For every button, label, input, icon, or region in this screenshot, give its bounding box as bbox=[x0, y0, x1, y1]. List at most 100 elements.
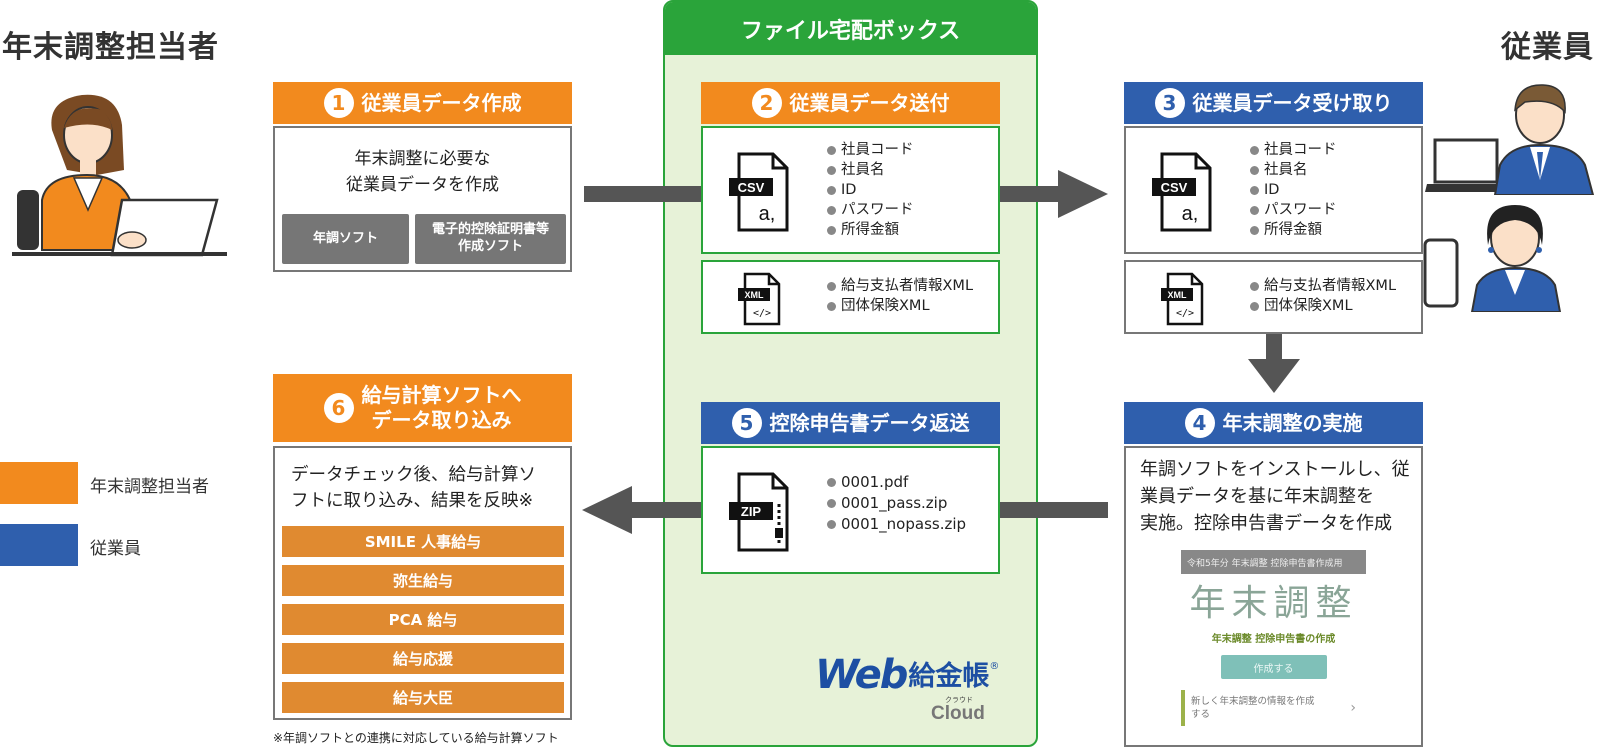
employee-phone-illustration bbox=[1423, 205, 1562, 312]
step-6-title: 給与計算ソフトへ データ取り込み bbox=[361, 383, 522, 432]
arrow-4-to-5 bbox=[998, 502, 1108, 518]
payroll-software-item: 給与応援 bbox=[282, 643, 564, 674]
step-5-title: 控除申告書データ返送 bbox=[769, 410, 970, 435]
list-item: 0001_nopass.zip bbox=[827, 514, 966, 535]
csv-label: CSV bbox=[1161, 180, 1188, 195]
step-1-description: 年末調整に必要な 従業員データを作成 bbox=[346, 149, 499, 195]
payroll-software-item: 給与大臣 bbox=[282, 682, 564, 713]
legend-swatch-admin bbox=[0, 462, 78, 504]
zip-label: ZIP bbox=[741, 504, 762, 519]
csv-glyph: a, bbox=[1182, 203, 1199, 225]
logo-web: Web bbox=[815, 652, 908, 698]
app-create-button: 作成する bbox=[1220, 655, 1327, 679]
step-3-csv-box: CSV a, 社員コード 社員名 ID パスワード 所得金額 bbox=[1124, 126, 1423, 254]
step-5-header: 5 控除申告書データ返送 bbox=[701, 402, 1000, 444]
payroll-software-item: SMILE 人事給与 bbox=[282, 526, 564, 557]
step-3-csv-list: 社員コード 社員名 ID パスワード 所得金額 bbox=[1250, 140, 1337, 240]
step-2-xml-list: 給与支払者情報XML 団体保険XML bbox=[827, 276, 973, 316]
nencho-app-screenshot: 令和5年分 年末調整 控除申告書作成用 年末調整 年末調整 控除申告書の作成 作… bbox=[1181, 550, 1366, 740]
step-6-header: 6 給与計算ソフトへ データ取り込み bbox=[273, 374, 572, 442]
arrow-3-to-4-shaft bbox=[1266, 333, 1282, 361]
step-4-title: 年末調整の実施 bbox=[1222, 410, 1363, 435]
step-4-number: 4 bbox=[1184, 408, 1215, 438]
list-item: 社員コード bbox=[1250, 140, 1337, 160]
app-subtitle: 年末調整 控除申告書の作成 bbox=[1211, 634, 1336, 645]
xml-glyph: </> bbox=[753, 308, 771, 319]
step-4-box: 年調ソフトをインストールし、従 業員データを基に年末調整を 実施。控除申告書デー… bbox=[1124, 446, 1423, 747]
admin-person-illustration bbox=[12, 94, 227, 257]
step-5-zip-list: 0001.pdf 0001_pass.zip 0001_nopass.zip bbox=[827, 472, 966, 535]
step-5-number: 5 bbox=[731, 408, 762, 438]
step-6-number: 6 bbox=[323, 393, 354, 423]
list-item: ID bbox=[1250, 180, 1337, 200]
step-3-number: 3 bbox=[1154, 88, 1185, 118]
step-3-xml-list: 給与支払者情報XML 団体保険XML bbox=[1250, 276, 1396, 316]
step-1-header: 1 従業員データ作成 bbox=[273, 82, 572, 124]
xml-file-icon: XML </> bbox=[1161, 272, 1204, 326]
step-1-title: 従業員データ作成 bbox=[361, 90, 522, 115]
legend-label-employee: 従業員 bbox=[90, 539, 141, 559]
list-item: パスワード bbox=[1250, 200, 1337, 220]
arrow-2-to-3-head bbox=[1058, 170, 1108, 218]
step-4-description: 年調ソフトをインストールし、従 業員データを基に年末調整を 実施。控除申告書デー… bbox=[1140, 459, 1410, 534]
step-2-xml-box: XML </> 給与支払者情報XML 団体保険XML bbox=[701, 260, 1000, 334]
employee-pc-illustration bbox=[1425, 84, 1595, 195]
payroll-software-item: 弥生給与 bbox=[282, 565, 564, 596]
list-item: 0001.pdf bbox=[827, 472, 966, 493]
arrow-1-to-2 bbox=[584, 186, 702, 202]
list-item: 所得金額 bbox=[827, 220, 914, 240]
arrow-3-to-4-head bbox=[1248, 359, 1300, 393]
step-1-box: 年末調整に必要な 従業員データを作成 年調ソフト 電子的控除証明書等 作成ソフト bbox=[273, 126, 572, 272]
csv-file-icon: CSV a, bbox=[1152, 152, 1212, 232]
actor-title-left: 年末調整担当者 bbox=[2, 30, 219, 65]
legend-swatch-employee bbox=[0, 524, 78, 566]
logo-name: 給金帳 bbox=[908, 661, 990, 692]
app-title: 年末調整 bbox=[1189, 583, 1358, 624]
file-delivery-box-panel: ファイル宅配ボックス bbox=[663, 0, 1038, 747]
logo-cloud: Cloud bbox=[931, 703, 985, 724]
list-item: 給与支払者情報XML bbox=[827, 276, 973, 296]
step-6-description: データチェック後、給与計算ソ フトに取り込み、結果を反映※ bbox=[291, 465, 536, 511]
csv-glyph: a, bbox=[759, 203, 776, 225]
web-kyukincho-cloud-logo: Web 給金帳 ® クラウド Cloud bbox=[815, 653, 1015, 729]
xml-label: XML bbox=[1168, 290, 1188, 300]
step-1-number: 1 bbox=[323, 88, 354, 118]
step-2-header: 2 従業員データ送付 bbox=[701, 82, 1000, 124]
arrow-5-to-6-shaft bbox=[630, 502, 702, 518]
list-item: ID bbox=[827, 180, 914, 200]
step-2-title: 従業員データ送付 bbox=[789, 90, 950, 115]
step-3-header: 3 従業員データ受け取り bbox=[1124, 82, 1423, 124]
xml-file-icon: XML </> bbox=[738, 272, 781, 326]
list-item: 社員名 bbox=[1250, 160, 1337, 180]
footnote: ※年調ソフトとの連携に対応している給与計算ソフト bbox=[273, 731, 559, 745]
e-certificate-software-button: 電子的控除証明書等 作成ソフト bbox=[415, 214, 566, 264]
step-2-csv-box: CSV a, 社員コード 社員名 ID パスワード 所得金額 bbox=[701, 126, 1000, 254]
arrow-5-to-6-head bbox=[582, 486, 632, 534]
list-item: パスワード bbox=[827, 200, 914, 220]
actor-title-right: 従業員 bbox=[1501, 30, 1594, 65]
step-5-zip-box: ZIP 0001.pdf 0001_pass.zip 0001_nopass.z… bbox=[701, 446, 1000, 574]
legend-label-admin: 年末調整担当者 bbox=[90, 477, 209, 497]
step-2-number: 2 bbox=[751, 88, 782, 118]
logo-ruby: クラウド bbox=[945, 696, 973, 704]
payroll-software-item: PCA 給与 bbox=[282, 604, 564, 635]
csv-label: CSV bbox=[738, 180, 765, 195]
arrow-2-to-3-shaft bbox=[998, 186, 1058, 202]
xml-glyph: </> bbox=[1176, 308, 1194, 319]
list-item: 団体保険XML bbox=[827, 296, 973, 316]
step-2-csv-list: 社員コード 社員名 ID パスワード 所得金額 bbox=[827, 140, 914, 240]
list-item: 所得金額 bbox=[1250, 220, 1337, 240]
app-header-bar: 令和5年分 年末調整 控除申告書作成用 bbox=[1181, 550, 1366, 574]
chevron-right-icon: › bbox=[1350, 700, 1356, 716]
logo-registered-icon: ® bbox=[989, 661, 1000, 672]
csv-file-icon: CSV a, bbox=[729, 152, 789, 232]
xml-label: XML bbox=[745, 290, 765, 300]
zip-file-icon: ZIP bbox=[729, 472, 789, 552]
nencho-software-button: 年調ソフト bbox=[282, 214, 409, 264]
file-delivery-box-title: ファイル宅配ボックス bbox=[665, 2, 1036, 55]
step-4-header: 4 年末調整の実施 bbox=[1124, 402, 1423, 444]
step-3-title: 従業員データ受け取り bbox=[1192, 90, 1393, 115]
list-item: 給与支払者情報XML bbox=[1250, 276, 1396, 296]
list-item: 社員コード bbox=[827, 140, 914, 160]
